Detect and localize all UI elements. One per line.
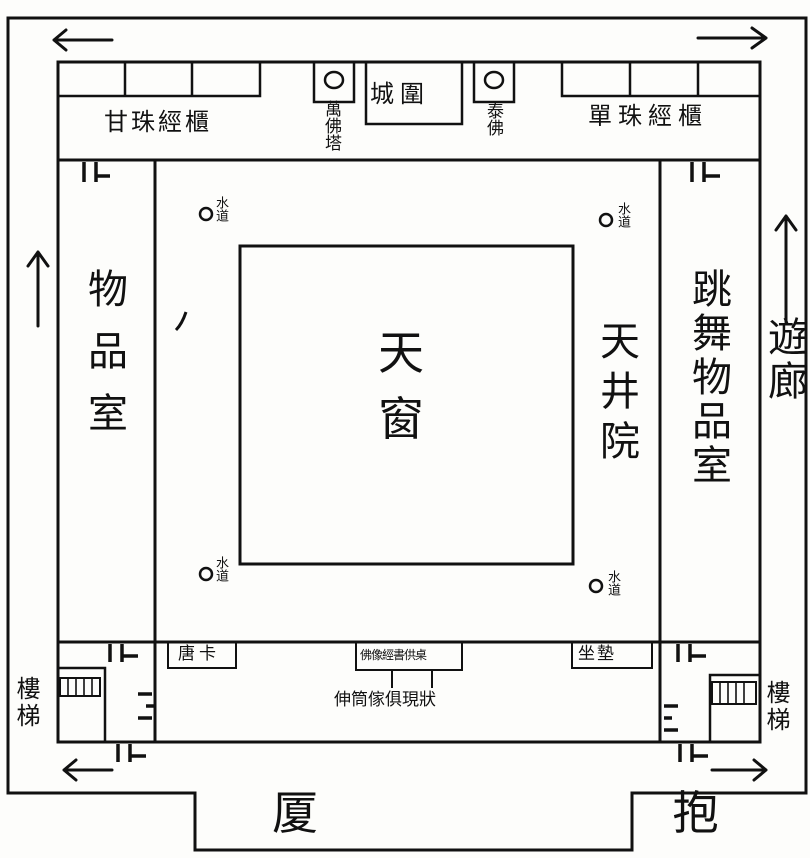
skylight-frame bbox=[238, 244, 575, 566]
front-hall-label: 厦 抱 bbox=[272, 786, 719, 840]
bottom-center-caption: 伸筒傢俱現狀 bbox=[334, 690, 436, 710]
cabinet-left-boxes bbox=[58, 62, 262, 98]
center-right-box-frame bbox=[472, 60, 516, 104]
bottom-left-box-label: 唐卡 bbox=[178, 644, 220, 664]
skylight-label-2: 窗 bbox=[378, 392, 438, 446]
drain-tr-circle bbox=[598, 212, 614, 228]
door-symbol-1 bbox=[82, 162, 110, 182]
stairs-right-label: 樓梯 bbox=[762, 680, 790, 734]
bottom-center-box-label: 佛像經書供桌 bbox=[360, 648, 427, 662]
top-left-cabinet-label: 甘珠經櫃 bbox=[104, 108, 212, 136]
drain-br-circle bbox=[588, 578, 604, 594]
drain-label-tr: 水道 bbox=[615, 202, 630, 228]
door-symbol-5 bbox=[138, 692, 154, 720]
door-symbol-6 bbox=[664, 704, 678, 732]
bottom-left-box bbox=[167, 641, 237, 669]
drain-tl-circle bbox=[198, 206, 214, 222]
arrow-left-side bbox=[26, 250, 50, 328]
stairs-right-steps bbox=[711, 681, 757, 705]
door-symbol-8 bbox=[678, 744, 708, 762]
center-left-ring bbox=[323, 70, 345, 90]
door-symbol-3 bbox=[108, 644, 138, 662]
stairs-left-label: 樓梯 bbox=[12, 676, 40, 730]
top-center-label: 城圍 bbox=[370, 80, 430, 108]
top-center-left-label: 萬佛塔 bbox=[321, 100, 341, 151]
stairs-left-room bbox=[58, 666, 107, 742]
stairs-right-room bbox=[708, 673, 760, 742]
stairs-left-steps bbox=[59, 677, 101, 697]
top-center-right-label: 泰佛 bbox=[483, 102, 503, 136]
center-right-ring bbox=[483, 70, 505, 90]
bottom-center-box bbox=[355, 641, 463, 671]
drain-label-tl: 水道 bbox=[213, 196, 228, 222]
stray-mark bbox=[174, 311, 188, 332]
storage-right-label: 跳舞物品室 bbox=[685, 268, 731, 488]
arrow-right-side bbox=[774, 214, 798, 324]
door-symbol-4 bbox=[676, 644, 706, 662]
arrow-top-right bbox=[696, 26, 768, 50]
courtyard-label: 天井院 bbox=[593, 320, 639, 470]
drain-label-br: 水道 bbox=[605, 570, 620, 596]
top-right-cabinet-label: 單珠經櫃 bbox=[588, 102, 708, 130]
storage-left-label: 物品室 bbox=[81, 268, 127, 454]
arrow-bottom-left bbox=[62, 758, 114, 782]
drain-bl-circle bbox=[198, 566, 214, 582]
door-symbol-2 bbox=[690, 162, 720, 182]
veranda-label: 遊廊 bbox=[761, 316, 807, 404]
skylight-label-1: 天 bbox=[378, 326, 438, 380]
drain-label-bl: 水道 bbox=[213, 556, 228, 582]
center-box-frame bbox=[364, 60, 464, 126]
arrow-top-left bbox=[52, 28, 114, 52]
arrow-bottom-right bbox=[710, 758, 768, 782]
cabinet-right-boxes bbox=[560, 62, 760, 98]
door-symbol-7 bbox=[116, 744, 146, 762]
bottom-right-box-label: 坐墊 bbox=[578, 644, 616, 664]
outer-wall bbox=[6, 16, 808, 852]
bottom-right-box bbox=[571, 641, 653, 669]
stair-treads bbox=[67, 678, 745, 704]
center-left-box-frame bbox=[312, 60, 356, 104]
